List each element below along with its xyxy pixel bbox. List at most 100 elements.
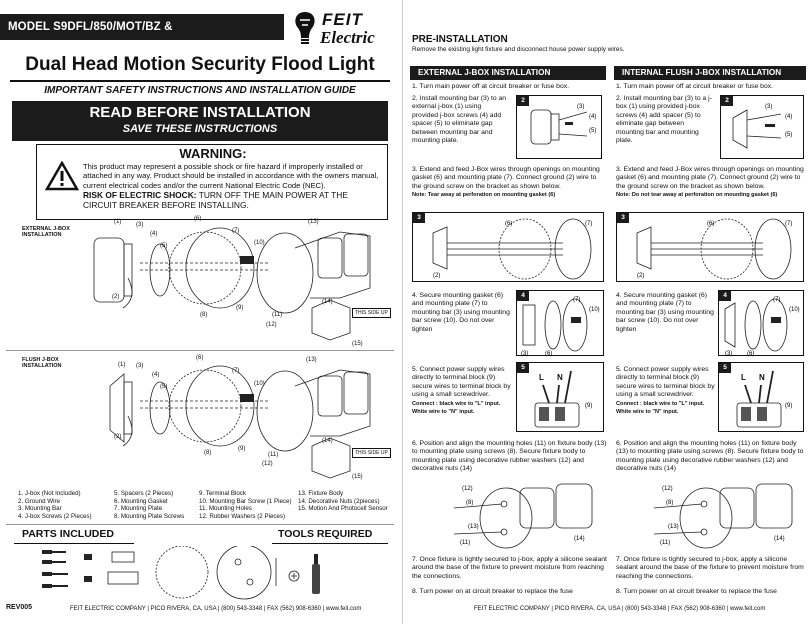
- callout-15-flush: (15): [352, 474, 363, 480]
- int-step-1: 1. Turn main power off at circuit breake…: [616, 83, 774, 90]
- figure-number: 3: [617, 213, 629, 223]
- ext-step-2: 2. Install mounting bar (3) to an extern…: [412, 95, 507, 145]
- ext-step-8: 8. Turn power on at circuit breaker to r…: [412, 588, 573, 595]
- legend-item: 8. Mounting Plate Screws: [114, 512, 185, 520]
- legend-col1: 1. J-box (Not Included) 2. Ground Wire 3…: [18, 490, 114, 520]
- callout-5-flush: (5): [160, 384, 168, 390]
- ext-fixture-illustration: (12) (8) (13) (11) (14): [453, 483, 593, 549]
- legend-item: 1. J-box (Not Included): [18, 490, 81, 497]
- tools-underline: [272, 543, 388, 544]
- warning-title: WARNING:: [179, 146, 247, 161]
- read-before-banner: READ BEFORE INSTALLATION SAVE THESE INST…: [12, 101, 388, 141]
- callout-14-flush: (14): [322, 438, 333, 444]
- ext-step3-text: 3. Extend and feed J-Box wires through o…: [412, 166, 600, 190]
- terminal-l: L: [539, 373, 544, 382]
- int-mounting-bar-illustration: (3) (4) (5): [732, 104, 792, 149]
- svg-text:(3): (3): [521, 351, 528, 357]
- callout-14-ext: (14): [322, 299, 333, 305]
- int-fixture-illustration: (12) (8) (13) (11) (14): [653, 483, 793, 549]
- svg-text:(11): (11): [660, 540, 670, 546]
- callout-7-ext: (7): [232, 228, 240, 234]
- svg-text:(6): (6): [545, 351, 552, 357]
- svg-text:(7): (7): [585, 221, 592, 227]
- section-divider: [6, 350, 394, 351]
- ext-step-3: 3. Extend and feed J-Box wires through o…: [412, 166, 606, 200]
- right-page: PRE-INSTALLATION Remove the existing lig…: [404, 0, 808, 624]
- svg-text:(7): (7): [785, 221, 792, 227]
- callout-8-flush: (8): [204, 450, 212, 456]
- ext-step-5: 5. Connect power supply wires directly t…: [412, 366, 516, 416]
- svg-text:(12): (12): [462, 486, 473, 492]
- svg-text:(6): (6): [747, 351, 754, 357]
- internal-jbox-heading: INTERNAL FLUSH J-BOX INSTALLATION: [614, 66, 806, 80]
- int-step-2: 2. Install mounting bar (3) to a j-box (…: [616, 95, 712, 145]
- ext-step3-note: Note: Tear away at perforation on mounti…: [412, 192, 556, 199]
- callout-12-flush: (12): [262, 461, 273, 467]
- figure-number: 2: [517, 96, 529, 106]
- svg-text:(2): (2): [637, 273, 644, 279]
- ext-step3-figure: 3 (6) (7) (2): [412, 212, 604, 282]
- callout-4-ext: (4): [150, 231, 158, 237]
- callout-12-ext: (12): [266, 322, 277, 328]
- ext-step4-figure: 4 (7) (10) (3) (6): [516, 290, 604, 357]
- logo-electric: Electric: [320, 28, 375, 47]
- int-step3-figure: 3 (6) (7) (2): [616, 212, 804, 282]
- legend-item: 14. Decorative Nuts (2pieces): [298, 497, 380, 505]
- parts-underline: [14, 543, 134, 544]
- int-step-6: 6. Position and align the mounting holes…: [616, 440, 804, 473]
- callout-4-flush: (4): [152, 372, 160, 378]
- svg-text:(14): (14): [574, 536, 585, 542]
- callout-10-ext: (10): [254, 240, 265, 246]
- svg-text:(13): (13): [668, 524, 679, 530]
- figure-number: 2: [721, 96, 733, 106]
- svg-text:(9): (9): [585, 403, 592, 409]
- legend-item: 15. Motion And Photocell Sensor: [298, 505, 388, 513]
- svg-text:(2): (2): [433, 273, 440, 279]
- callout-2-ext: (2): [112, 294, 120, 300]
- int-mounting-plate-illustration: (7) (10) (3) (6): [724, 297, 800, 357]
- external-label: EXTERNAL J-BOX INSTALLATION: [22, 226, 70, 238]
- parts-illustration: [42, 546, 320, 600]
- callout-5-ext: (5): [160, 243, 168, 249]
- callout-15-ext: (15): [352, 341, 363, 347]
- mounting-plate-illustration: (7) (10) (3) (6): [521, 297, 600, 357]
- ext-step5-text: 5. Connect power supply wires directly t…: [412, 366, 511, 399]
- callout-8-ext: (8): [200, 312, 208, 318]
- ext-step-6: 6. Position and align the mounting holes…: [412, 440, 607, 473]
- mounting-bar-illustration: (3) (4) (5): [530, 104, 596, 145]
- legend-col3: 9. Terminal Block 10. Mounting Bar Screw…: [199, 490, 295, 520]
- svg-text:(8): (8): [466, 500, 473, 506]
- external-label-line2: INSTALLATION: [22, 232, 62, 238]
- figure-number: 4: [719, 291, 731, 301]
- svg-text:(14): (14): [774, 536, 785, 542]
- int-step-7: 7. Once fixture is tightly secured to j-…: [616, 556, 804, 580]
- warning-box: WARNING: This product may represent a po…: [36, 144, 388, 220]
- callout-6-flush: (6): [196, 355, 204, 361]
- int-step5-text: 5. Connect power supply wires directly t…: [616, 366, 715, 399]
- shock-label: RISK OF ELECTRIC SHOCK:: [83, 190, 197, 200]
- callout-3-ext: (3): [136, 222, 144, 228]
- terminal-l: L: [741, 373, 746, 382]
- int-step5-figure: 5 L N (9): [718, 362, 804, 432]
- legend-item: 6. Mounting Gasket: [114, 497, 168, 505]
- bulb-icon: [295, 12, 315, 44]
- revision-code: REV005: [6, 604, 33, 611]
- callout-11-flush: (11): [268, 452, 279, 458]
- legend-item: 2. Ground Wire: [18, 497, 60, 505]
- legend-item: 7. Mounting Plate: [114, 505, 163, 513]
- int-step-8: 8. Turn power on at circuit breaker to r…: [616, 588, 777, 595]
- callout-3-flush: (3): [136, 363, 144, 369]
- callout-10-flush: (10): [254, 381, 265, 387]
- svg-text:(3): (3): [725, 351, 732, 357]
- svg-text:(4): (4): [589, 114, 596, 120]
- svg-text:(3): (3): [765, 104, 772, 110]
- svg-text:(3): (3): [577, 104, 584, 110]
- legend-item: 11. Mounting Holes: [199, 505, 252, 513]
- ext-step5-figure: 5 L N (9): [516, 362, 604, 432]
- title-divider: [10, 80, 390, 82]
- left-page: MODEL S9DFL/850/MOT/BZ & S9DFL/850/MOT/W…: [0, 0, 400, 624]
- pre-installation-heading: PRE-INSTALLATION: [412, 34, 508, 45]
- flush-label-line1: FLUSH J-BOX: [22, 357, 59, 363]
- right-footer: FEIT ELECTRIC COMPANY | PICO RIVERA, CA,…: [474, 606, 766, 612]
- gasket-illustration: (6) (7) (2): [432, 218, 592, 280]
